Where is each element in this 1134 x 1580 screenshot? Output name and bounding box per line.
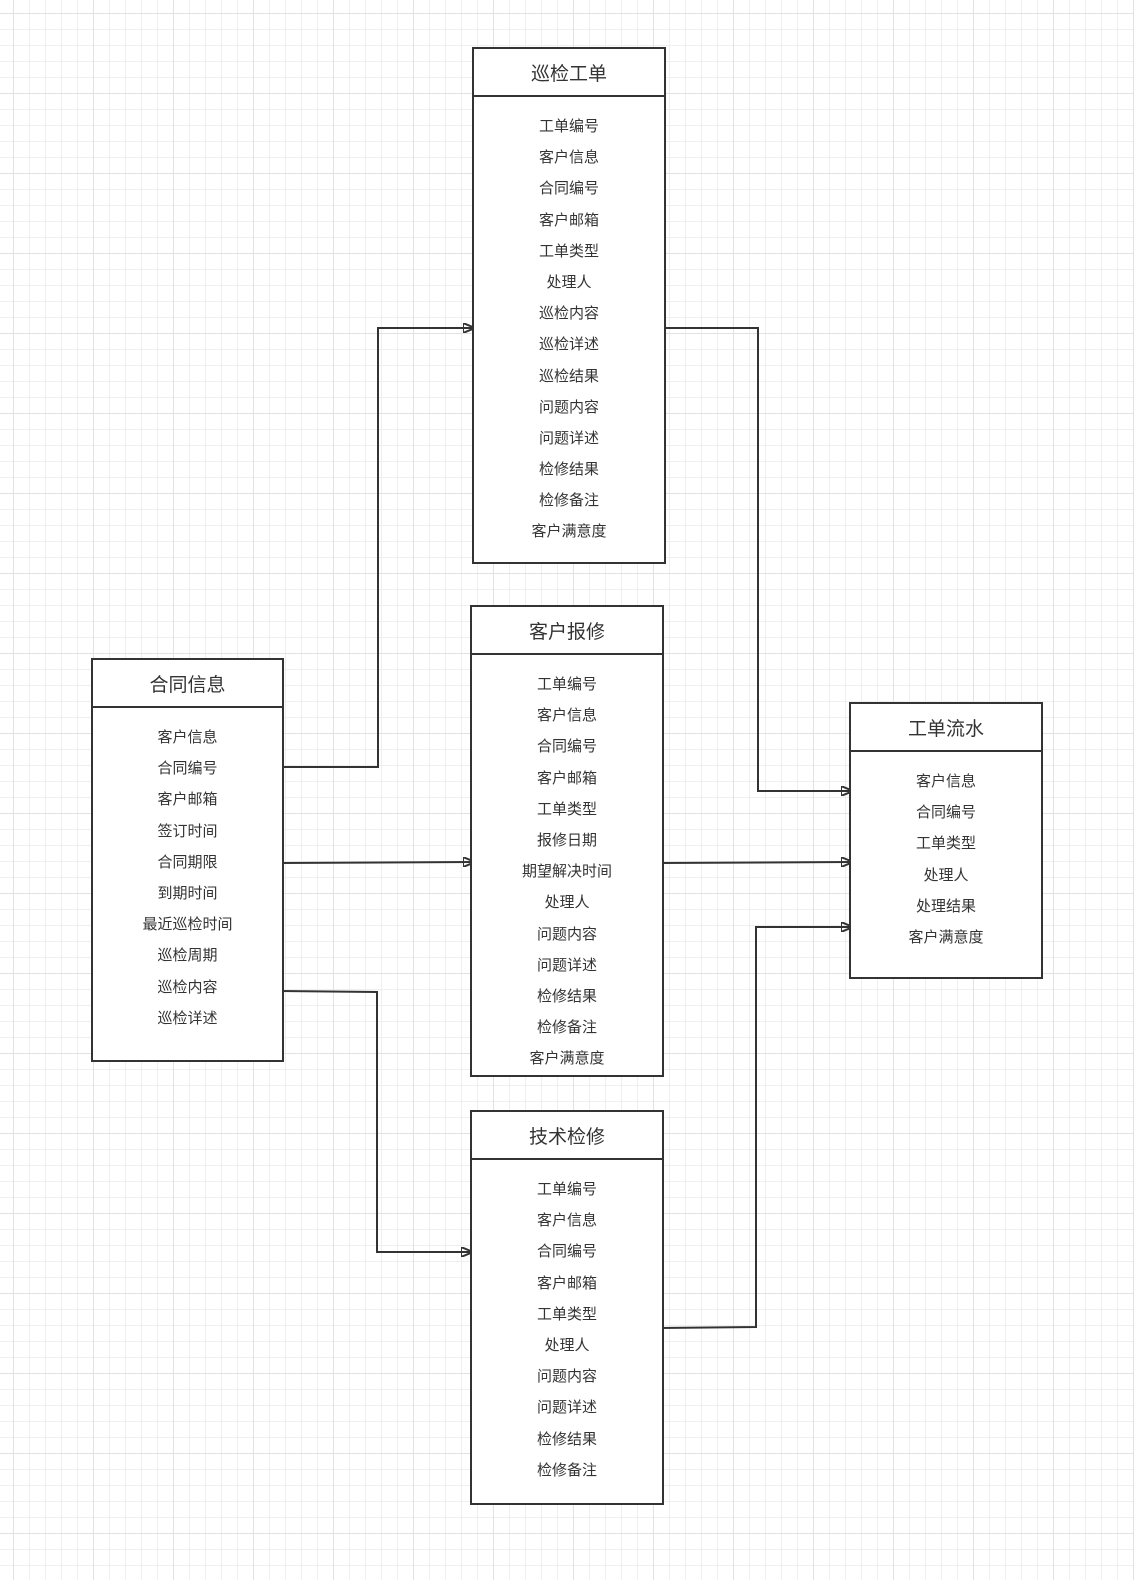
entity-contract-info: 合同信息 客户信息 合同编号 客户邮箱 签订时间 合同期限 到期时间 最近巡检时… — [91, 658, 284, 1062]
field-work-order-number: 工单编号 — [536, 675, 597, 693]
field-customer-info: 客户信息 — [536, 706, 597, 725]
field-repair-result: 检修结果 — [536, 986, 597, 1005]
field-list: 客户信息 合同编号 工单类型 处理人 处理结果 客户满意度 — [851, 752, 1041, 953]
field-inspection-detail: 巡检详述 — [538, 335, 599, 354]
entity-title: 巡检工单 — [474, 49, 664, 97]
field-contract-number: 合同编号 — [536, 1242, 597, 1261]
field-issue-content: 问题内容 — [538, 397, 599, 416]
field-contract-number: 合同编号 — [538, 179, 599, 198]
field-work-order-number: 工单编号 — [536, 1180, 597, 1198]
connector-tech-repair-to-flow — [659, 927, 852, 1329]
field-inspection-content: 巡检内容 — [538, 304, 599, 323]
field-repair-result: 检修结果 — [538, 460, 599, 479]
field-contract-number: 合同编号 — [536, 737, 597, 756]
field-handling-result: 处理结果 — [915, 896, 976, 915]
field-work-order-type: 工单类型 — [536, 799, 597, 818]
entity-title: 合同信息 — [93, 660, 282, 708]
field-customer-satisfaction: 客户满意度 — [908, 927, 984, 946]
field-customer-satisfaction: 客户满意度 — [529, 1049, 605, 1068]
entity-inspection-work-order: 巡检工单 工单编号 客户信息 合同编号 客户邮箱 工单类型 处理人 巡检内容 巡… — [472, 47, 666, 564]
field-handler: 处理人 — [923, 865, 969, 884]
field-handler: 处理人 — [546, 272, 592, 291]
field-work-order-type: 工单类型 — [536, 1304, 597, 1323]
field-expected-resolution-time: 期望解决时间 — [521, 862, 612, 881]
entity-technical-repair: 技术检修 工单编号 客户信息 合同编号 客户邮箱 工单类型 处理人 问题内容 问… — [470, 1110, 664, 1505]
field-inspection-result: 巡检结果 — [538, 366, 599, 385]
connector-contract-to-inspection — [280, 328, 474, 768]
field-last-inspection-time: 最近巡检时间 — [142, 915, 233, 934]
field-list: 工单编号 客户信息 合同编号 客户邮箱 工单类型 报修日期 期望解决时间 处理人… — [472, 655, 662, 1074]
field-signing-time: 签订时间 — [157, 821, 218, 840]
field-list: 客户信息 合同编号 客户邮箱 签订时间 合同期限 到期时间 最近巡检时间 巡检周… — [93, 708, 282, 1034]
connector-contract-to-tech-repair — [279, 990, 472, 1252]
field-inspection-cycle: 巡检周期 — [157, 946, 218, 965]
field-list: 工单编号 客户信息 合同编号 客户邮箱 工单类型 处理人 巡检内容 巡检详述 巡… — [474, 97, 664, 548]
connector-contract-to-repair — [279, 862, 474, 863]
field-customer-email: 客户邮箱 — [157, 790, 218, 809]
field-work-order-number: 工单编号 — [538, 117, 599, 135]
field-customer-info: 客户信息 — [915, 772, 976, 790]
field-repair-result: 检修结果 — [536, 1429, 597, 1448]
entity-work-order-flow: 工单流水 客户信息 合同编号 工单类型 处理人 处理结果 客户满意度 — [849, 702, 1043, 979]
field-repair-note: 检修备注 — [536, 1460, 597, 1479]
field-customer-satisfaction: 客户满意度 — [531, 522, 607, 541]
field-issue-detail: 问题详述 — [536, 1398, 597, 1417]
field-handler: 处理人 — [544, 893, 590, 912]
connector-inspection-to-flow — [662, 327, 852, 791]
field-list: 工单编号 客户信息 合同编号 客户邮箱 工单类型 处理人 问题内容 问题详述 检… — [472, 1160, 662, 1486]
field-contract-number: 合同编号 — [915, 803, 976, 822]
entity-title: 技术检修 — [472, 1112, 662, 1160]
field-customer-email: 客户邮箱 — [536, 768, 597, 787]
field-repair-note: 检修备注 — [536, 1018, 597, 1037]
field-inspection-detail: 巡检详述 — [157, 1008, 218, 1027]
field-expiry-time: 到期时间 — [157, 883, 218, 902]
connector-repair-to-flow — [659, 862, 852, 863]
entity-customer-repair: 客户报修 工单编号 客户信息 合同编号 客户邮箱 工单类型 报修日期 期望解决时… — [470, 605, 664, 1077]
field-issue-detail: 问题详述 — [538, 428, 599, 447]
field-issue-content: 问题内容 — [536, 924, 597, 943]
entity-title: 工单流水 — [851, 704, 1041, 752]
field-customer-email: 客户邮箱 — [536, 1273, 597, 1292]
field-repair-date: 报修日期 — [536, 830, 597, 849]
field-customer-info: 客户信息 — [538, 148, 599, 167]
field-issue-content: 问题内容 — [536, 1367, 597, 1386]
field-repair-note: 检修备注 — [538, 491, 599, 510]
field-contract-number: 合同编号 — [157, 759, 218, 778]
field-contract-term: 合同期限 — [157, 852, 218, 871]
field-work-order-type: 工单类型 — [538, 241, 599, 260]
field-customer-info: 客户信息 — [536, 1211, 597, 1230]
field-issue-detail: 问题详述 — [536, 955, 597, 974]
field-customer-info: 客户信息 — [157, 728, 218, 746]
field-inspection-content: 巡检内容 — [157, 977, 218, 996]
field-work-order-type: 工单类型 — [915, 834, 976, 853]
entity-title: 客户报修 — [472, 607, 662, 655]
field-customer-email: 客户邮箱 — [538, 210, 599, 229]
field-handler: 处理人 — [544, 1335, 590, 1354]
